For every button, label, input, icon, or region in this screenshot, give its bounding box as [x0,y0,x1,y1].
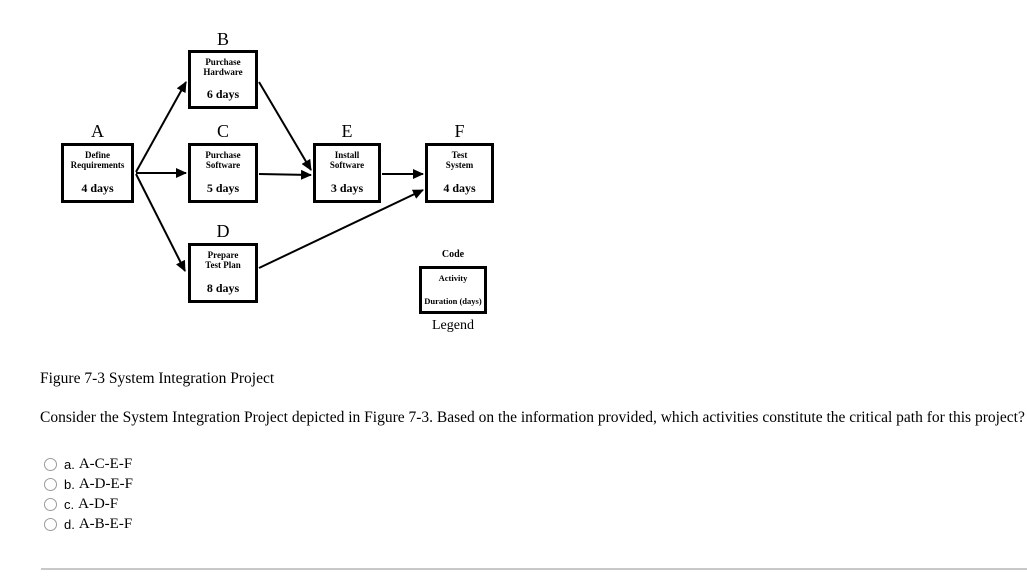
edge-B-E [258,81,312,171]
options-list: a. A-C-E-F b. A-D-E-F c. A-D-F d. A-B-E-… [44,454,133,534]
node-letter-F: F [454,121,465,141]
option-text: A-D-E-F [78,475,133,492]
legend-duration-label: Duration (days) [424,296,482,306]
radio-option-d[interactable] [44,517,57,531]
node-letter-A: A [91,121,104,141]
option-row-a[interactable]: a. A-C-E-F [44,454,133,474]
activity-duration: 4 days [443,181,476,195]
diagram-arrows-svg [135,81,424,272]
radio-option-c[interactable] [44,497,57,511]
option-letter: b. [64,476,75,492]
legend-caption: Legend [432,318,474,333]
activity-duration: 3 days [330,181,364,195]
activity-duration: 5 days [206,181,240,195]
legend-title: Code [441,249,465,260]
activity-duration: 6 days [206,87,240,101]
node-letter-C: C [216,121,229,141]
radio-option-b[interactable] [44,477,57,491]
option-row-c[interactable]: c. A-D-F [44,494,133,514]
bottom-divider [41,568,1027,570]
option-row-d[interactable]: d. A-B-E-F [44,514,133,534]
activity-duration: 8 days [206,281,240,295]
node-letter-D: D [216,221,230,241]
option-letter: c. [64,496,75,512]
edge-A-B [135,81,187,173]
edge-C-E [258,169,312,180]
legend-box: Activity Duration (days) [419,266,487,314]
node-letter-E: E [341,121,353,141]
option-letter: d. [64,516,75,532]
option-row-b[interactable]: b. A-D-E-F [44,474,133,494]
option-letter: a. [64,456,75,472]
edge-A-D [135,173,186,272]
node-letter-B: B [216,29,229,49]
question-text: Consider the System Integration Project … [40,409,1025,426]
option-text: A-C-E-F [78,455,133,472]
figure-caption: Figure 7-3 System Integration Project [40,370,275,387]
option-text: A-D-F [78,495,119,512]
radio-option-a[interactable] [44,457,57,471]
activity-duration: 4 days [81,181,114,195]
legend-activity-label: Activity [438,273,468,283]
edge-D-F [258,189,424,269]
option-text: A-B-E-F [78,515,133,532]
